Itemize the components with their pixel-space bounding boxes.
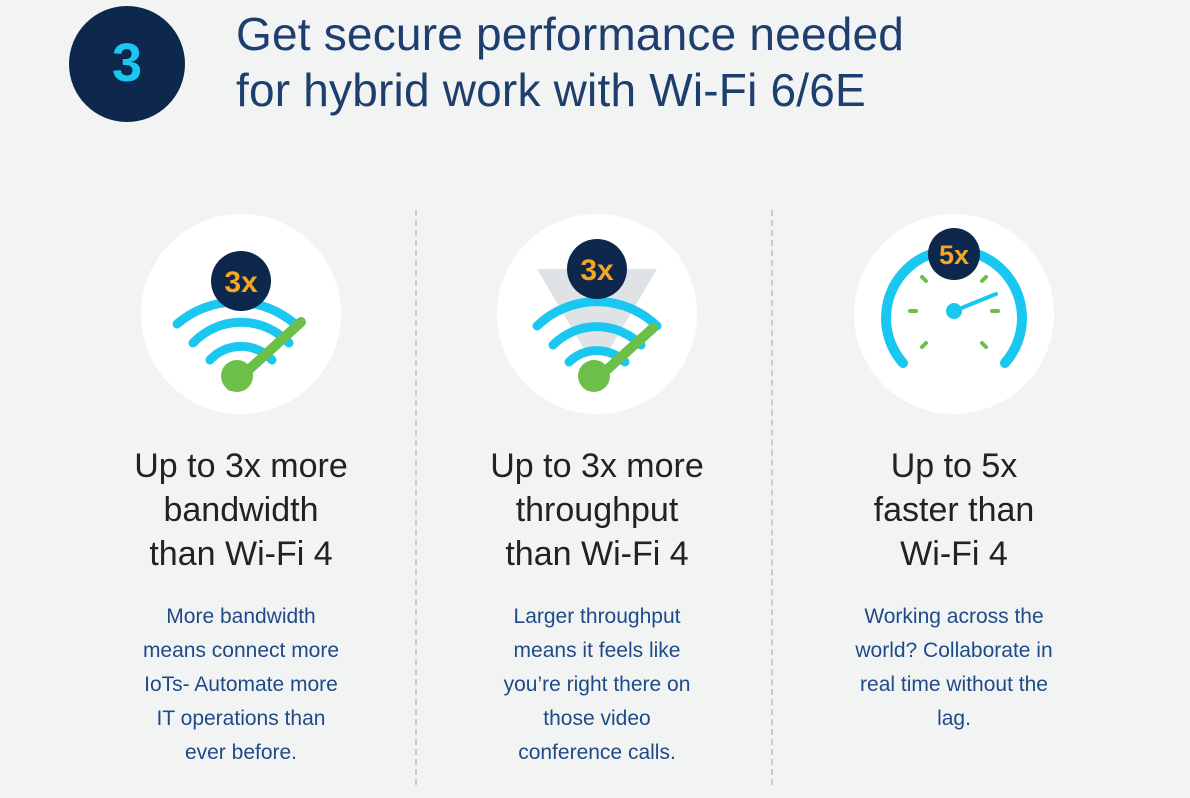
stat-title-line: bandwidth (163, 491, 319, 529)
step-number: 3 (111, 33, 143, 93)
stat-title-line: faster than (873, 491, 1035, 529)
multiplier-badge: 5x (939, 240, 969, 270)
stat-description-line: means it feels like (513, 639, 681, 662)
multiplier-badge: 3x (580, 254, 614, 287)
feature-bandwidth: 3x Up to 3x more bandwidth than Wi-Fi 4 … (91, 214, 391, 770)
headline-line-1: Get secure performance needed (236, 8, 905, 60)
feature-throughput: 3x Up to 3x more throughput than Wi-Fi 4… (447, 214, 747, 770)
stat-title-line: Up to 5x (890, 447, 1018, 485)
stat-title-line: Up to 3x more (134, 447, 348, 485)
column-divider (415, 210, 417, 785)
stat-title-line: Up to 3x more (490, 447, 704, 485)
headline-line-2: for hybrid work with Wi-Fi 6/6E (236, 64, 866, 116)
stat-description-line: IT operations than (156, 707, 326, 730)
feature-speed: 5x Up to 5x faster than Wi-Fi 4 Working … (804, 214, 1104, 736)
stat-description-line: IoTs- Automate more (144, 673, 338, 696)
stat-title-line: throughput (515, 491, 679, 529)
stat-title: Up to 3x more throughput than Wi-Fi 4 (490, 444, 704, 576)
stat-description-line: Larger throughput (513, 605, 681, 628)
step-number-badge: 3 (69, 6, 185, 122)
stat-description-line: real time without the (860, 673, 1048, 696)
stat-title: Up to 5x faster than Wi-Fi 4 (874, 444, 1035, 576)
stat-description: Working across the world? Collaborate in… (855, 600, 1052, 736)
stat-description-line: More bandwidth (166, 605, 316, 628)
icon-circle: 5x (854, 214, 1054, 414)
stat-description-line: those video (543, 707, 651, 730)
stat-title-line: Wi-Fi 4 (900, 535, 1008, 573)
stat-description: More bandwidth means connect more IoTs- … (143, 600, 339, 770)
stat-description-line: world? Collaborate in (855, 639, 1053, 662)
stat-description: Larger throughput means it feels like yo… (504, 600, 691, 770)
stat-title-line: than Wi-Fi 4 (149, 535, 333, 573)
stat-description-line: lag. (937, 707, 971, 730)
stat-description-line: ever before. (184, 741, 298, 764)
column-divider (771, 210, 773, 785)
stat-description-line: you’re right there on (503, 673, 691, 696)
speedometer-icon: 5x (881, 228, 1027, 368)
wifi-gauge-icon: 3x (172, 251, 306, 392)
stat-description-line: conference calls. (518, 741, 676, 764)
stat-title-line: than Wi-Fi 4 (505, 535, 689, 573)
multiplier-badge: 3x (224, 266, 258, 299)
stat-description-line: means connect more (142, 639, 340, 662)
icon-circle: 3x (141, 214, 341, 414)
stat-description-line: Working across the (864, 605, 1044, 628)
icon-circle: 3x (497, 214, 697, 414)
page-headline: Get secure performance needed for hybrid… (236, 6, 904, 118)
stat-title: Up to 3x more bandwidth than Wi-Fi 4 (134, 444, 348, 576)
wifi-funnel-icon: 3x (532, 239, 662, 392)
